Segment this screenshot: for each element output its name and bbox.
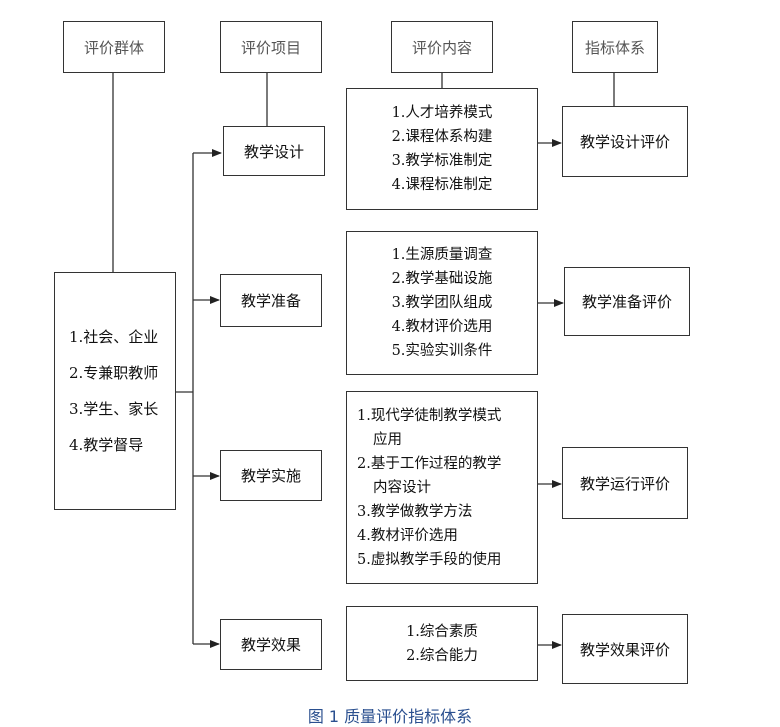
- content-line: 2.综合能力: [406, 647, 478, 664]
- content-line: 内容设计: [373, 479, 431, 496]
- content-line: 2.基于工作过程的教学: [357, 455, 502, 472]
- indicator-effect-evaluation: 教学效果评价: [562, 614, 688, 684]
- header-group: 评价群体: [63, 21, 165, 73]
- indicator-operation-evaluation: 教学运行评价: [562, 447, 688, 519]
- group-item: 3.学生、家长: [69, 400, 159, 418]
- content-line: 3.教学团队组成: [391, 295, 493, 311]
- content-line: 4.教材评价选用: [357, 527, 458, 544]
- indicator-preparation-evaluation: 教学准备评价: [564, 267, 690, 336]
- content-box-design: 1.人才培养模式 2.课程体系构建 3.教学标准制定 4.课程标准制定: [346, 88, 538, 210]
- content-line: 4.课程标准制定: [391, 177, 493, 193]
- header-content: 评价内容: [391, 21, 493, 73]
- content-line: 5.实验实训条件: [391, 343, 493, 359]
- item-teaching-implementation: 教学实施: [220, 450, 322, 501]
- indicator-design-evaluation: 教学设计评价: [562, 106, 688, 177]
- content-line: 3.教学标准制定: [391, 153, 493, 169]
- content-box-effect: 1.综合素质 2.综合能力: [346, 606, 538, 681]
- group-item: 1.社会、企业: [69, 328, 159, 346]
- item-teaching-effect: 教学效果: [220, 619, 322, 670]
- content-line: 1.现代学徒制教学模式: [357, 407, 502, 424]
- content-line: 2.课程体系构建: [391, 129, 493, 145]
- content-line: 5.虚拟教学手段的使用: [357, 551, 502, 568]
- content-line: 2.教学基础设施: [391, 271, 493, 287]
- content-box-preparation: 1.生源质量调查 2.教学基础设施 3.教学团队组成 4.教材评价选用 5.实验…: [346, 231, 538, 375]
- item-teaching-preparation: 教学准备: [220, 274, 322, 327]
- content-line: 1.人才培养模式: [391, 105, 493, 121]
- header-item: 评价项目: [220, 21, 322, 73]
- content-line: 应用: [373, 431, 402, 448]
- content-line: 1.生源质量调查: [391, 247, 493, 263]
- content-line: 3.教学做教学方法: [357, 503, 473, 520]
- content-line: 1.综合素质: [406, 623, 478, 640]
- group-item: 4.教学督导: [69, 436, 144, 454]
- content-line: 4.教材评价选用: [391, 319, 493, 335]
- group-item: 2.专兼职教师: [69, 364, 159, 382]
- evaluation-group-box: 1.社会、企业 2.专兼职教师 3.学生、家长 4.教学督导: [54, 272, 176, 510]
- figure-caption: 图 1 质量评价指标体系: [307, 707, 473, 726]
- content-box-implementation: 1.现代学徒制教学模式 应用 2.基于工作过程的教学 内容设计 3.教学做教学方…: [346, 391, 538, 584]
- item-teaching-design: 教学设计: [223, 126, 325, 176]
- header-system: 指标体系: [572, 21, 658, 73]
